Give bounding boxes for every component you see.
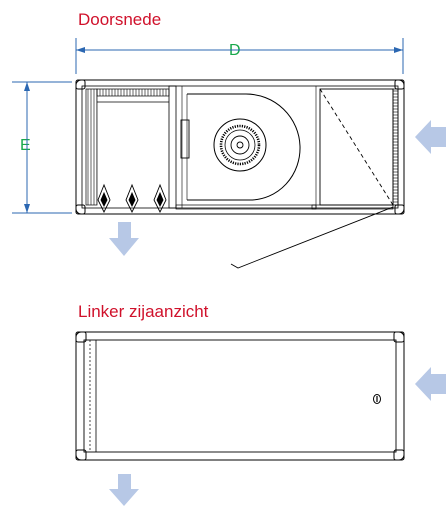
side-view [75,331,405,461]
corner-block [75,204,86,215]
fan-impeller [213,118,267,172]
corner-block [393,331,405,343]
heat-exchanger [319,88,394,206]
fan-scroll [187,93,301,201]
corner-block [393,449,405,461]
corner-block [75,79,86,90]
corner-block [394,79,405,90]
damper-flap [180,119,190,159]
section-view [75,79,405,269]
filter-left [85,88,98,206]
arrow-left-icon [415,120,446,154]
height-arrowhead-bottom [24,204,30,213]
corner-block [75,449,87,461]
corner-block [394,204,405,215]
arrow-left-icon [415,367,446,401]
filter-top [96,88,170,97]
width-arrowhead-left [76,47,85,53]
louver-blades [97,183,167,214]
dimension-label-height: E [18,137,33,155]
filter-right [392,88,399,206]
arrow-down-icon [109,222,139,256]
arrow-down-icon [109,474,139,506]
dimension-lines [12,38,404,214]
section-view-title: Doorsnede [78,10,162,29]
lock-icon [373,394,381,404]
height-arrowhead-top [24,82,30,91]
leader-line [230,206,394,269]
width-arrowhead-right [394,47,403,53]
unit-housing [75,79,405,215]
side-view-title: Linker zijaanzicht [78,302,209,321]
corner-block [75,331,87,343]
side-housing [75,331,405,461]
